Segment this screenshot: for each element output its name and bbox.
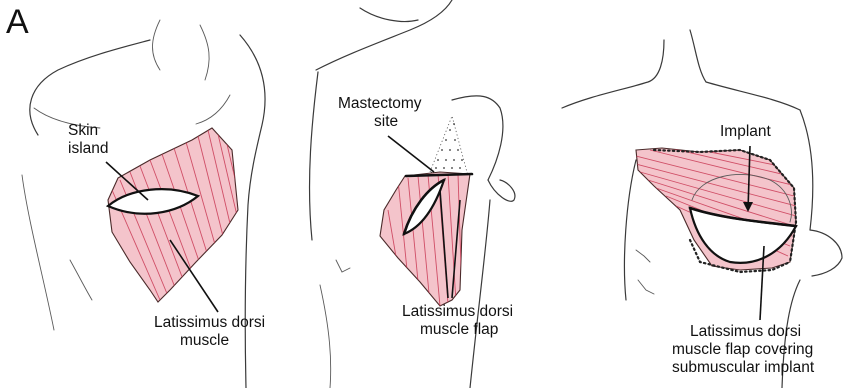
front-outline-breast: [810, 230, 842, 276]
side-outline-arm: [316, 0, 452, 70]
front-outline-neck: [562, 40, 664, 108]
label-implant: Implant: [720, 123, 772, 140]
label-skin-island: Skin island: [68, 122, 109, 157]
back-outline-right: [240, 35, 265, 388]
latissimus-muscle-back: [108, 128, 238, 302]
mastectomy-site-area: [430, 116, 468, 176]
panel-side-view: Mastectomy site Latissimus dorsi muscle …: [310, 0, 518, 388]
label-flap-covering-implant: Latissimus dorsi muscle flap covering su…: [672, 323, 818, 376]
label-latissimus-muscle: Latissimus dorsi muscle: [154, 314, 269, 349]
back-outline-left: [30, 40, 150, 135]
panel-back-view: Skin island Latissimus dorsi muscle: [22, 20, 269, 388]
panel-front-view: Implant Latissimus dorsi muscle flap cov…: [562, 30, 842, 388]
label-muscle-flap: Latissimus dorsi muscle flap: [402, 303, 517, 338]
panel-letter: A: [6, 3, 29, 41]
label-mastectomy-site: Mastectomy site: [338, 95, 426, 130]
leader-mastectomy-site: [388, 136, 434, 172]
